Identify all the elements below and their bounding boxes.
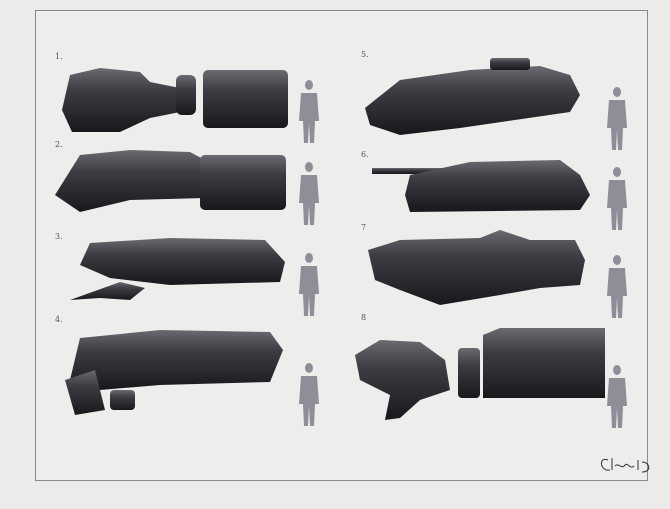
- weapon-5: [365, 58, 580, 135]
- label-5: 5.: [361, 50, 369, 59]
- label-8: 8: [361, 313, 367, 322]
- weapon-1: [62, 68, 288, 132]
- weapon-2: [55, 150, 286, 212]
- label-4: 4.: [55, 315, 63, 324]
- artist-signature: [601, 458, 650, 473]
- weapon-6: [372, 160, 590, 212]
- label-2: 2.: [55, 140, 63, 149]
- weapon-4: [65, 330, 283, 415]
- label-6: 6.: [361, 150, 369, 159]
- weapon-3: [70, 238, 285, 300]
- label-7: 7: [361, 223, 367, 232]
- label-3: 3.: [55, 232, 63, 241]
- weapon-8: [355, 328, 605, 420]
- label-1: 1.: [55, 52, 63, 61]
- weapon-7: [368, 230, 585, 305]
